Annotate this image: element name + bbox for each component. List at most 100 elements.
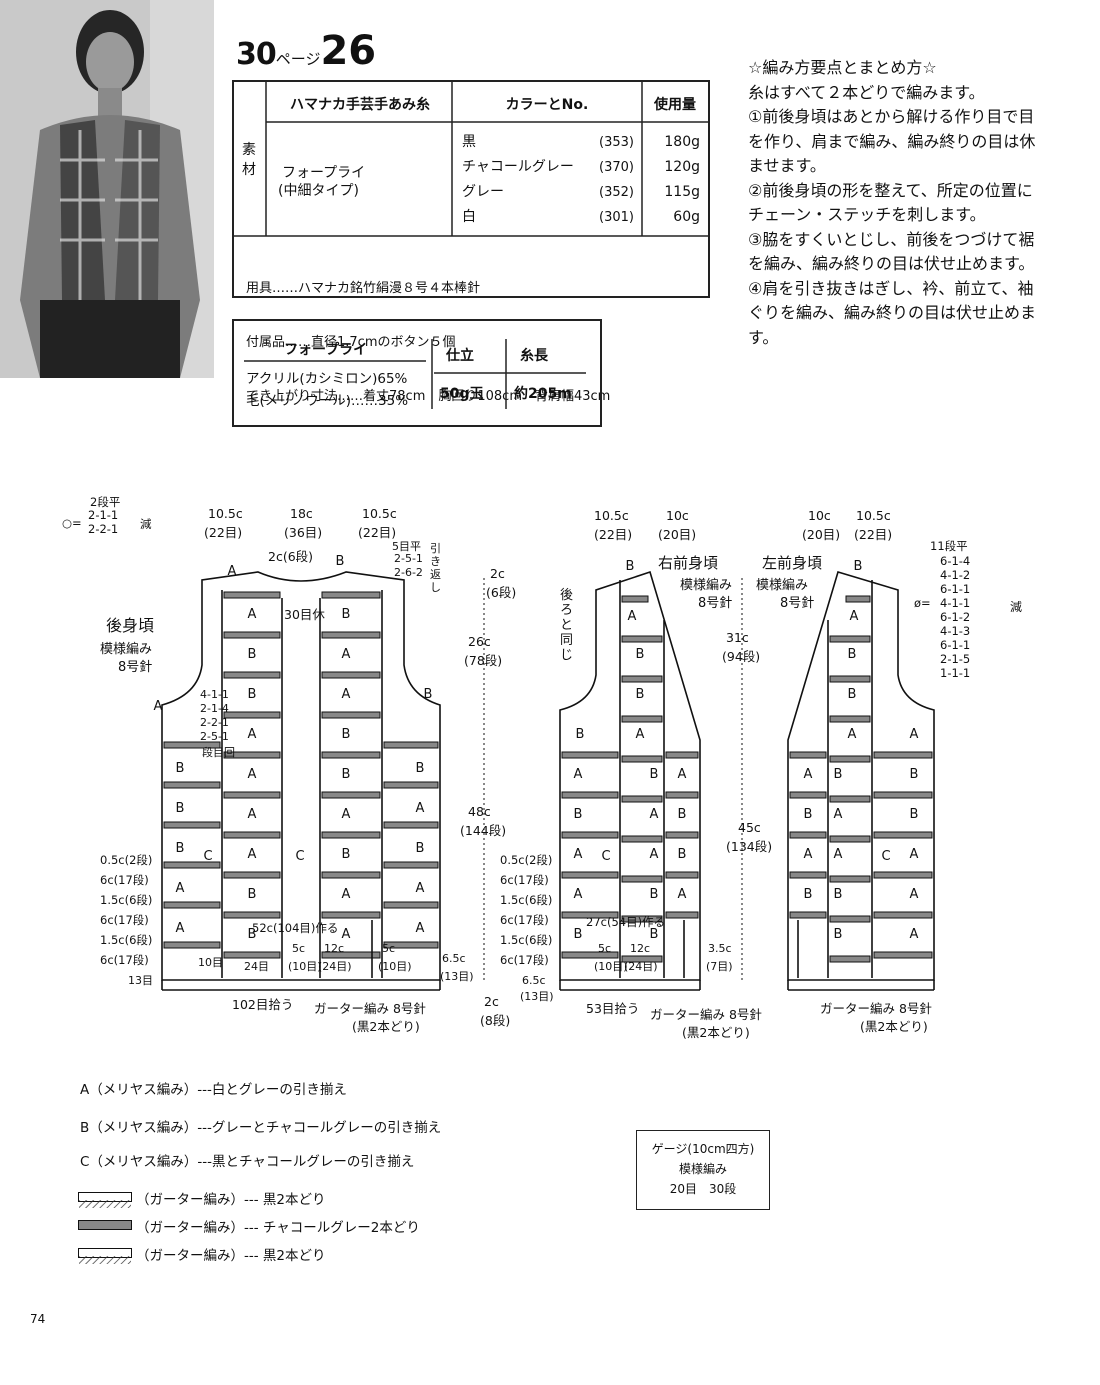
color-row: 黒(353) bbox=[462, 134, 634, 150]
svg-text:B: B bbox=[176, 761, 185, 776]
svg-text:B: B bbox=[342, 607, 351, 622]
svg-text:A: A bbox=[850, 609, 859, 624]
materials-header-yarn: ハマナカ手芸手あみ糸 bbox=[290, 97, 430, 113]
svg-text:A: A bbox=[176, 921, 185, 936]
label: (36目) bbox=[284, 525, 323, 540]
svg-text:B: B bbox=[416, 841, 425, 856]
schematic-labels: 2段平 ○= 2-1-1 2-2-1 減 10.5c (22目) 18c (36… bbox=[0, 480, 1100, 1060]
swatch-gray bbox=[78, 1220, 132, 1230]
label: (13目) bbox=[440, 970, 474, 983]
swatch-hatch bbox=[78, 1192, 132, 1208]
label: (黒2本どり) bbox=[352, 1019, 420, 1034]
svg-text:A: A bbox=[342, 887, 351, 902]
label: 6-1-1 bbox=[940, 582, 971, 596]
label: (10目) bbox=[378, 960, 412, 973]
svg-text:B: B bbox=[834, 767, 843, 782]
label: 6-1-1 bbox=[940, 638, 971, 652]
label: 2-1-1 bbox=[88, 508, 119, 522]
svg-text:B: B bbox=[248, 687, 257, 702]
label: 4-1-1 bbox=[940, 596, 971, 610]
label: ガーター編み 8号針 bbox=[650, 1007, 762, 1022]
tools-info: 用具……ハマナカ銘竹絹漫８号４本棒針 付属品……直径1.7cmのボタン５個 でき… bbox=[246, 244, 610, 424]
instructions-line: ②前後身頃の形を整えて、所定の位置に bbox=[748, 180, 1033, 200]
model-photo bbox=[0, 0, 214, 378]
label: 後ろと同じ bbox=[560, 588, 574, 663]
amount-value: 120g bbox=[664, 159, 700, 175]
svg-text:B: B bbox=[342, 727, 351, 742]
back-piece bbox=[161, 571, 441, 991]
label: 12c bbox=[324, 942, 345, 955]
page-header: 30ページ26 bbox=[236, 28, 376, 74]
back-stripes bbox=[163, 591, 439, 959]
svg-text:A: A bbox=[678, 767, 687, 782]
svg-text:B: B bbox=[854, 559, 863, 574]
label: (24目) bbox=[624, 960, 658, 973]
label: (10目) bbox=[594, 960, 628, 973]
label: (黒2本どり) bbox=[682, 1025, 750, 1040]
label: 6-1-2 bbox=[940, 610, 971, 624]
instructions-line: を作り、肩まで編み、編み終りの目は休 bbox=[748, 131, 1036, 151]
label: (8段) bbox=[480, 1013, 511, 1028]
svg-text:A: A bbox=[650, 807, 659, 822]
instructions: ☆編み方要点とまとめ方☆ 糸はすべて２本どりで編みます。 ①前後身頃はあとから解… bbox=[748, 56, 1068, 350]
gauge-box: ゲージ(10cm四方) 模様編み 20目 30段 bbox=[636, 1130, 770, 1210]
label: 1.5c(6段) bbox=[500, 933, 553, 947]
label: 0.5c(2段) bbox=[500, 853, 553, 867]
label: 4-1-1 bbox=[200, 688, 229, 701]
legend-item: A（メリヤス編み）---白とグレーの引き揃え bbox=[80, 1082, 347, 1098]
color-list: 黒(353) チャコールグレー(370) グレー(352) 白(301) bbox=[462, 130, 638, 230]
label: 4-1-3 bbox=[940, 624, 971, 638]
label: (6段) bbox=[486, 585, 517, 600]
color-row: グレー(352) bbox=[462, 184, 634, 200]
svg-text:C: C bbox=[881, 849, 890, 864]
svg-text:B: B bbox=[804, 887, 813, 902]
svg-text:B: B bbox=[176, 801, 185, 816]
svg-text:A: A bbox=[910, 887, 919, 902]
gauge-pattern: 模様編み bbox=[678, 1162, 727, 1176]
svg-text:A: A bbox=[248, 807, 257, 822]
back-title: 後身頃 bbox=[106, 616, 155, 635]
instructions-line: チェーン・ステッチを刺します。 bbox=[748, 205, 986, 224]
label: 18c bbox=[290, 506, 313, 521]
label: (10目) bbox=[288, 960, 322, 973]
label: ○= bbox=[62, 516, 82, 530]
svg-text:A: A bbox=[574, 887, 583, 902]
svg-text:B: B bbox=[848, 647, 857, 662]
svg-text:A: A bbox=[228, 564, 237, 579]
label: 1.5c(6段) bbox=[100, 933, 153, 947]
label: 段目回 bbox=[202, 746, 235, 759]
label: 2c bbox=[490, 566, 505, 581]
label: 45c bbox=[738, 820, 761, 835]
label: 31c bbox=[726, 630, 749, 645]
yarn-content: アクリル(カシミロン)65% bbox=[246, 371, 408, 387]
svg-text:A: A bbox=[416, 921, 425, 936]
right-front-piece bbox=[559, 570, 701, 991]
svg-text:B: B bbox=[576, 727, 585, 742]
svg-text:B: B bbox=[910, 807, 919, 822]
left-front-piece bbox=[787, 571, 935, 991]
label: 2段平 bbox=[90, 495, 121, 509]
svg-text:A: A bbox=[248, 607, 257, 622]
tools-line: でき上がり寸法……着丈78cm 胸回り108cm 背肩幅43cm bbox=[246, 389, 611, 404]
label: 53目拾う bbox=[586, 1001, 640, 1016]
label: 6c(17段) bbox=[100, 873, 149, 887]
svg-text:B: B bbox=[424, 687, 433, 702]
label: 11段平 bbox=[930, 539, 968, 553]
svg-text:A: A bbox=[248, 767, 257, 782]
instructions-line: ④肩を引き抜きはぎし、衿、前立て、袖 bbox=[748, 278, 1034, 298]
label: 6.5c bbox=[442, 952, 466, 965]
label: 24目 bbox=[244, 960, 269, 973]
svg-text:B: B bbox=[626, 559, 635, 574]
amount-list: 180g 120g 115g 60g bbox=[644, 130, 700, 230]
color-row: 白(301) bbox=[462, 209, 634, 225]
label: 48c bbox=[468, 804, 491, 819]
svg-text:A: A bbox=[910, 847, 919, 862]
svg-text:B: B bbox=[804, 807, 813, 822]
svg-text:C: C bbox=[203, 849, 212, 864]
materials-header-amount: 使用量 bbox=[654, 97, 696, 113]
instructions-line: ませます。 bbox=[748, 156, 826, 175]
instructions-line: 糸はすべて２本どりで編みます。 bbox=[748, 82, 985, 102]
legend-item: （ガーター編み）--- 黒2本どり bbox=[136, 1248, 326, 1264]
label: 10.5c bbox=[362, 506, 397, 521]
legend-item: C（メリヤス編み）---黒とチャコールグレーの引き揃え bbox=[80, 1154, 415, 1170]
